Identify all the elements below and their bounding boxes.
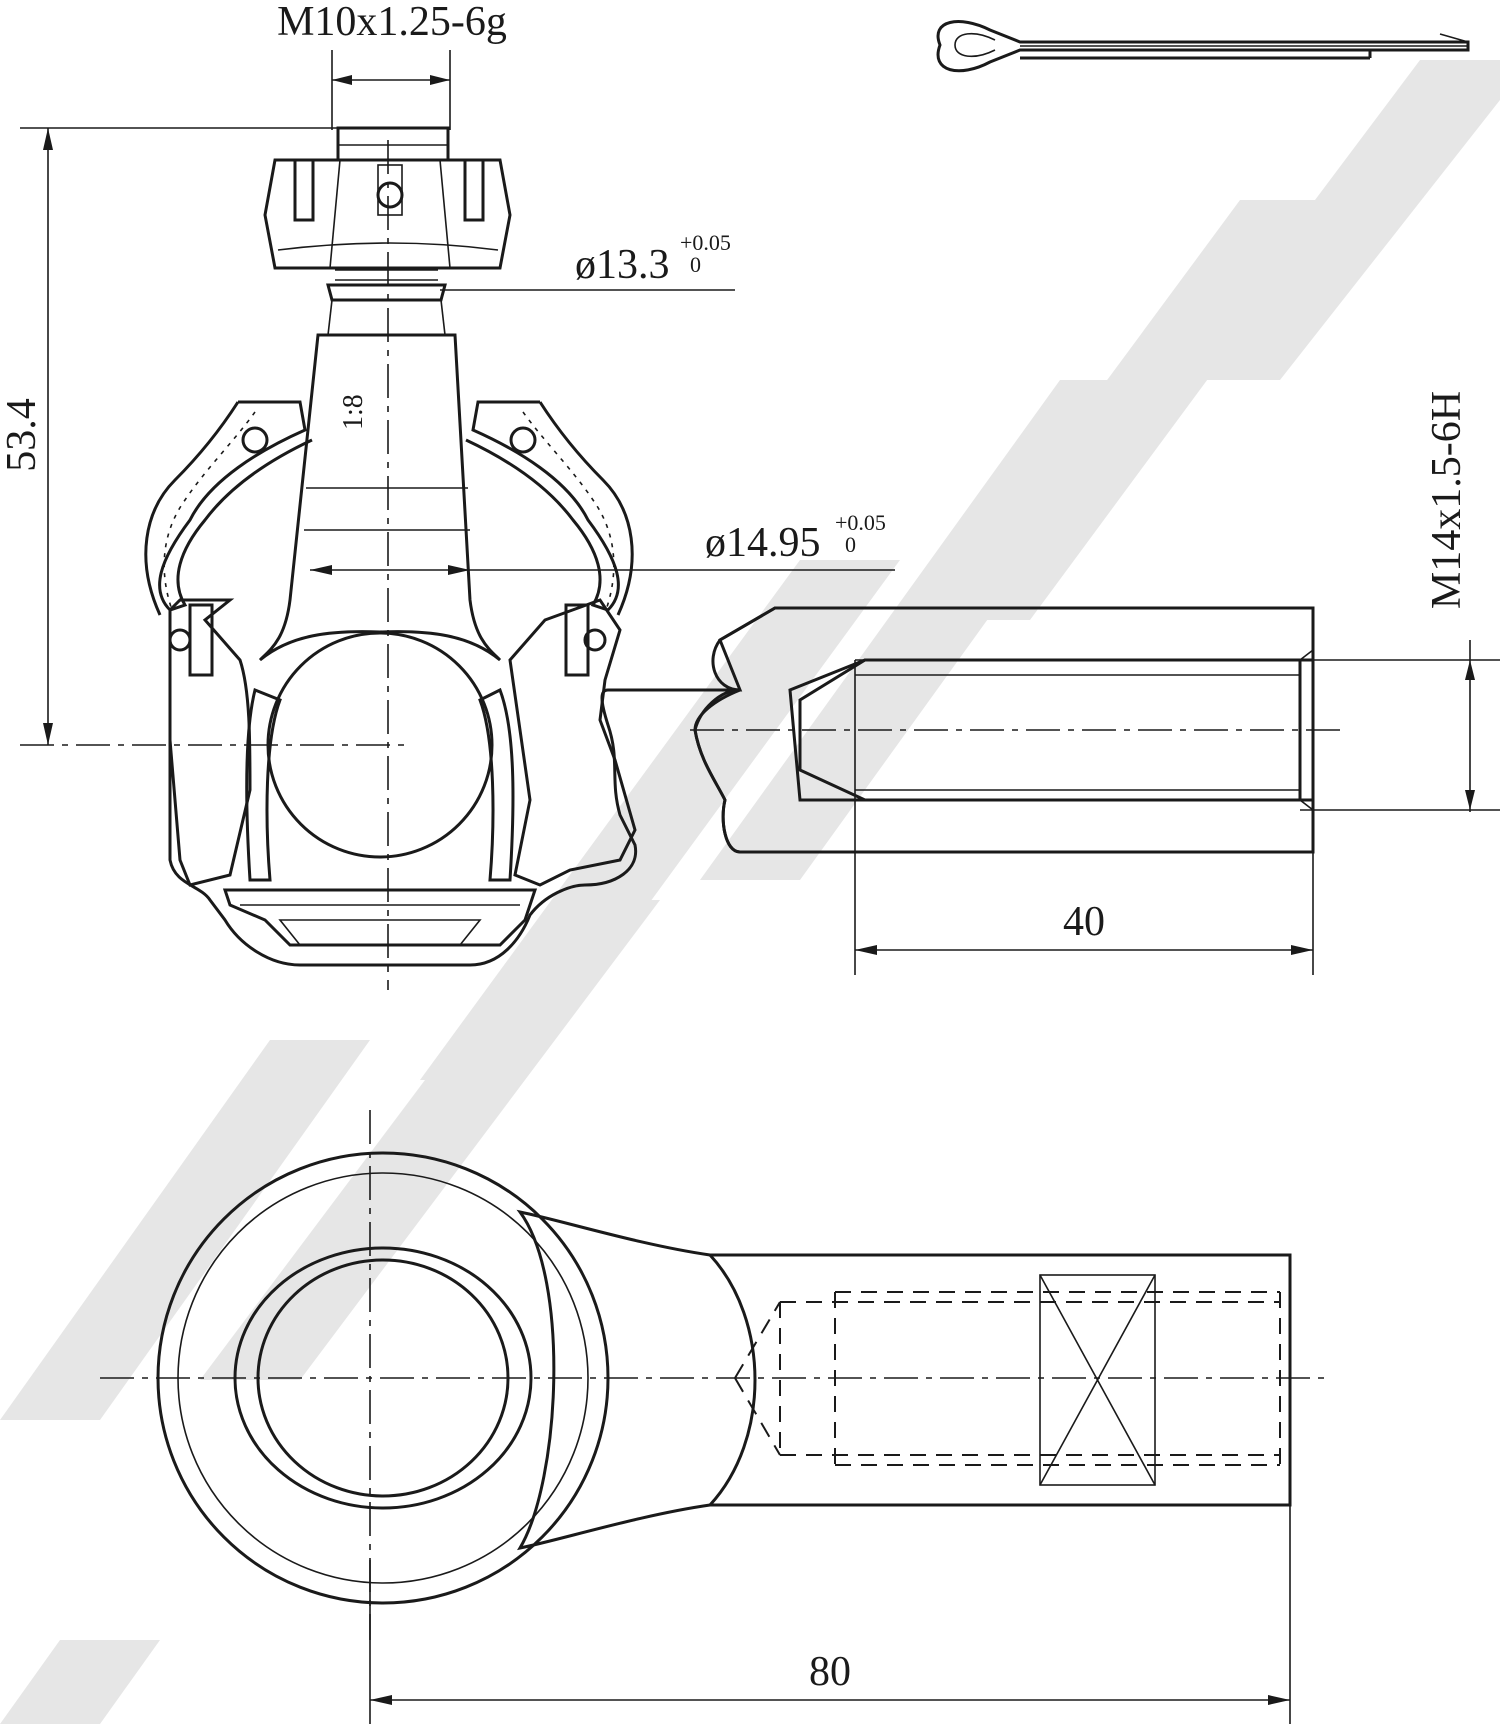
taper-dia-tol-lower: 0 bbox=[690, 252, 701, 277]
watermark bbox=[0, 60, 1500, 1724]
ball-dia-tol-lower: 0 bbox=[845, 532, 856, 557]
ball-dia-tol-upper: +0.05 bbox=[835, 510, 886, 535]
taper-dia-tol-upper: +0.05 bbox=[680, 230, 731, 255]
height-label: 53.4 bbox=[0, 398, 45, 472]
cotter-pin bbox=[936, 20, 1470, 73]
ball-dia-label: ø14.95 bbox=[705, 520, 821, 566]
length-dimension bbox=[369, 1505, 1291, 1724]
taper-ratio-label: 1:8 bbox=[338, 394, 369, 430]
plan-view bbox=[100, 1110, 1330, 1640]
taper-dia-label: ø13.3 bbox=[575, 242, 670, 288]
overall-length-label: 80 bbox=[809, 1649, 851, 1695]
thread-top-label: M10x1.25-6g bbox=[277, 0, 507, 45]
section-dimensions bbox=[20, 50, 1500, 975]
thread-bore-label: M14x1.5-6H bbox=[1424, 391, 1470, 609]
bore-depth-label: 40 bbox=[1063, 899, 1105, 945]
